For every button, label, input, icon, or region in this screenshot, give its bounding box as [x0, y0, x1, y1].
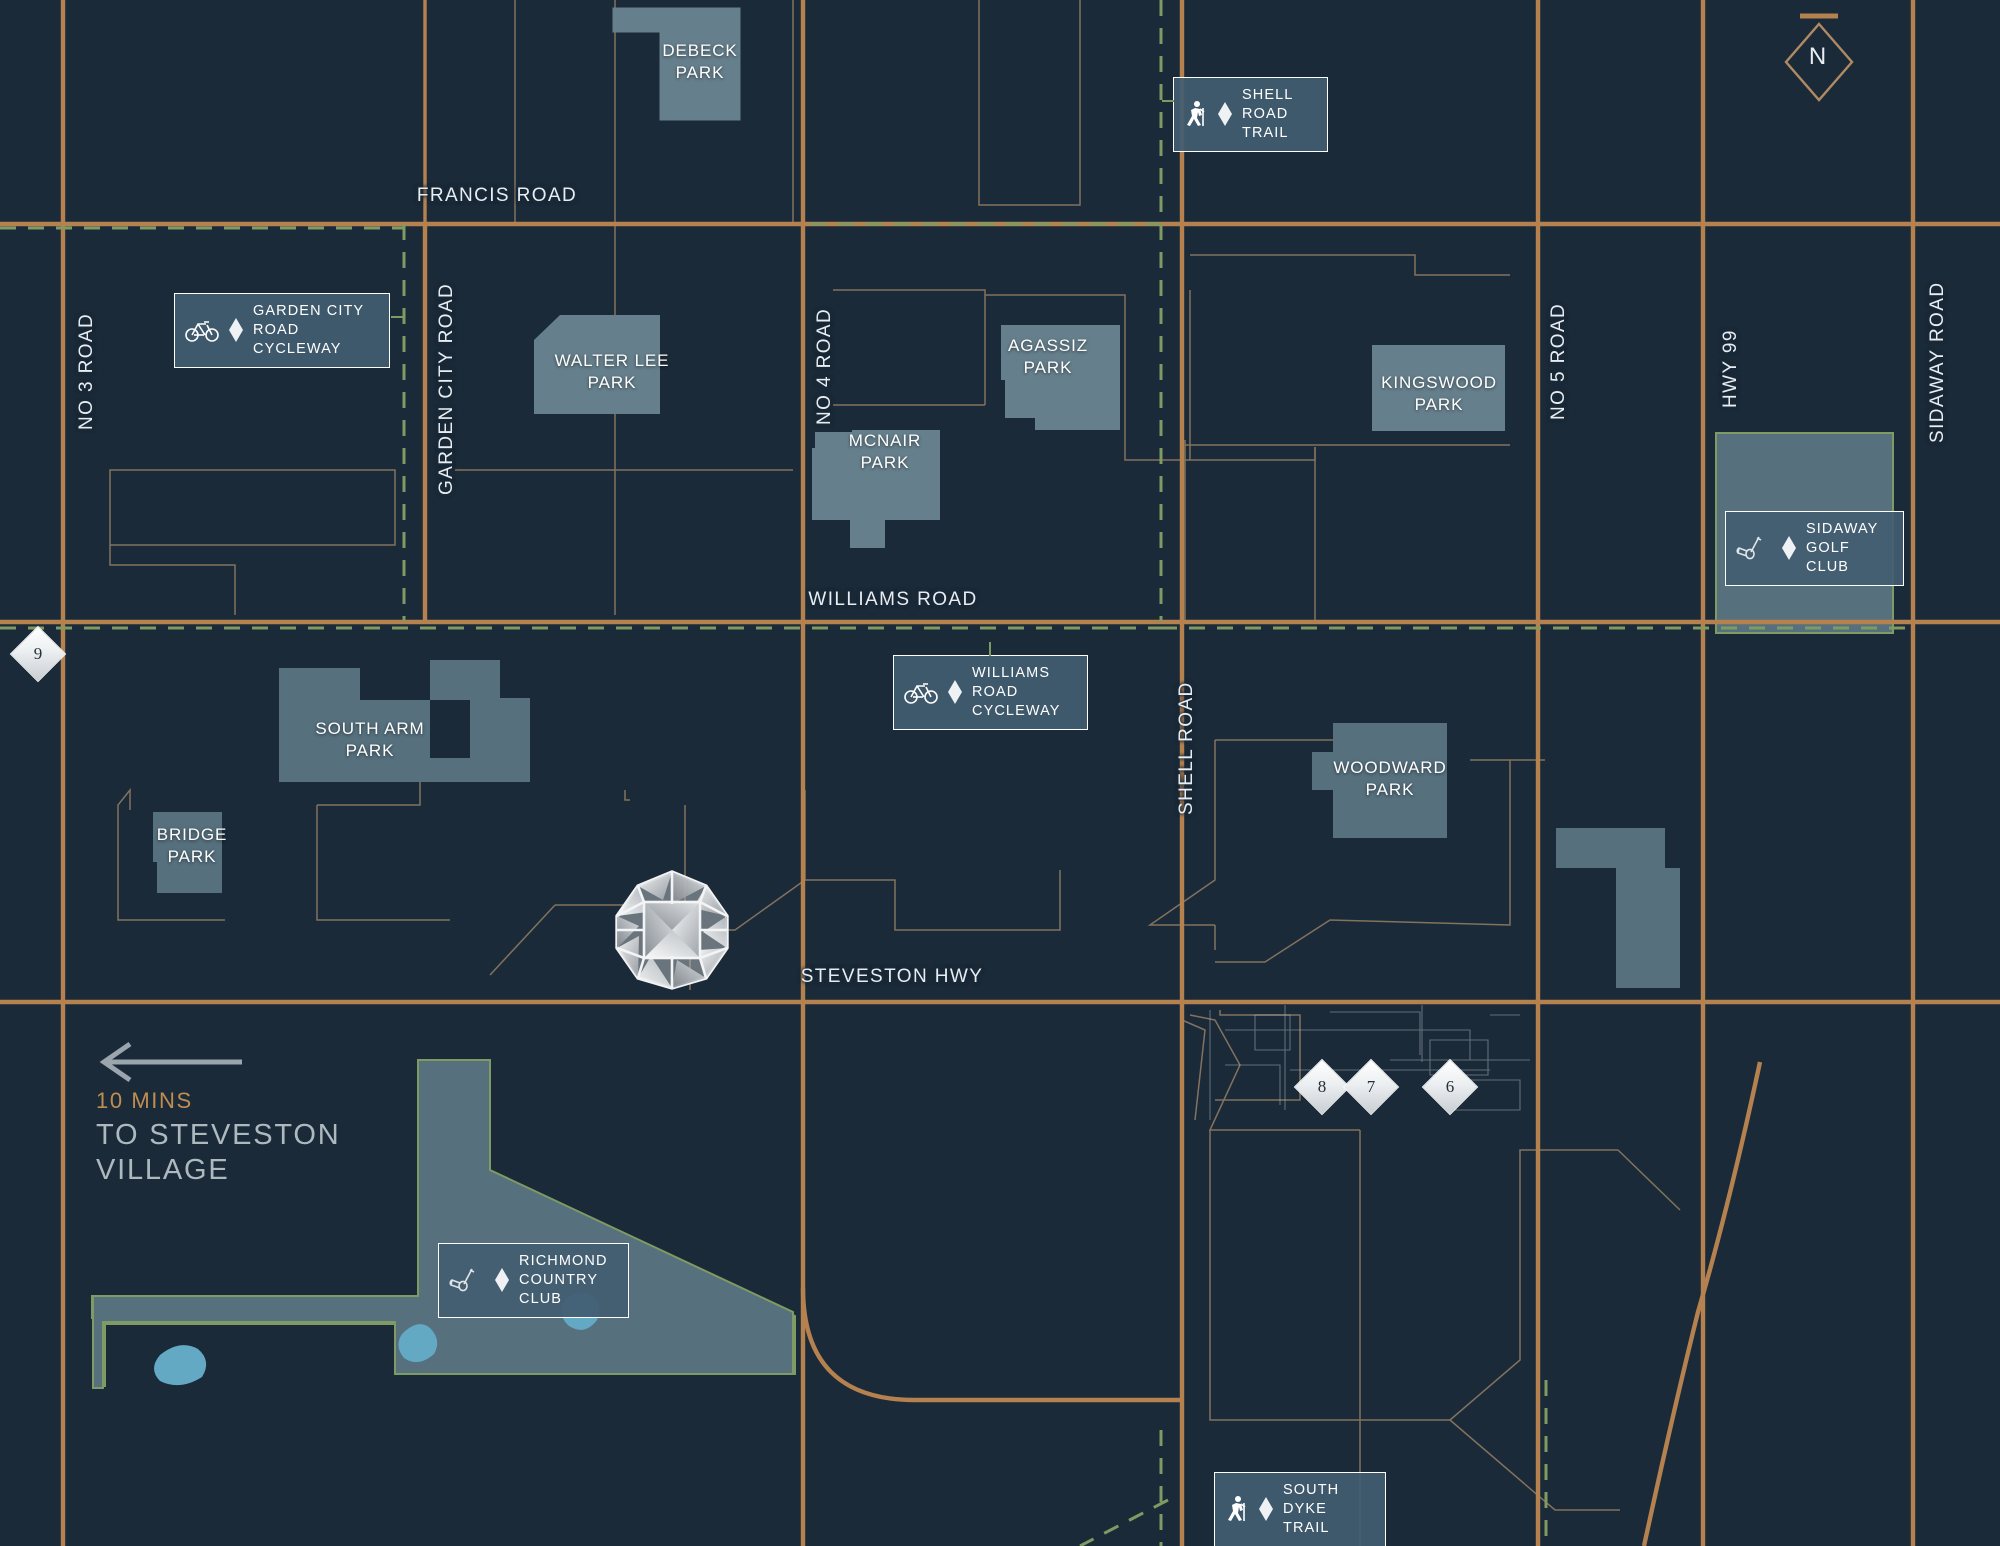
- amenity-chip-south-dyke-trail[interactable]: SOUTH DYKE TRAIL: [1214, 1472, 1386, 1546]
- amenity-chip-label: WILLIAMS ROAD CYCLEWAY: [972, 665, 1061, 719]
- diamond-bullet-icon: [229, 318, 243, 343]
- marker-number: 6: [1445, 1077, 1455, 1096]
- compass-north-icon: [1784, 13, 1854, 102]
- direction-destination: TO STEVESTON VILLAGE: [96, 1119, 341, 1187]
- marker-number: 8: [1317, 1077, 1327, 1096]
- map-marker-9[interactable]: 9: [9, 625, 67, 683]
- amenity-chip-stem: [1162, 100, 1174, 102]
- diamond-bullet-icon: [1782, 536, 1796, 561]
- marker-number: 9: [33, 644, 43, 663]
- amenity-chip-garden-city-road-cycleway[interactable]: GARDEN CITY ROAD CYCLEWAY: [174, 293, 405, 368]
- amenity-chip-label: SHELL ROAD TRAIL: [1242, 87, 1293, 141]
- diamond-bullet-icon: [1218, 102, 1232, 127]
- amenity-chip-label: RICHMOND COUNTRY CLUB: [519, 1253, 608, 1307]
- curved-road: [800, 1287, 1182, 1403]
- golf-icon: [449, 1268, 475, 1292]
- amenity-chip-label: GARDEN CITY ROAD CYCLEWAY: [253, 303, 364, 357]
- major-road-stubs: [423, 0, 1184, 1002]
- amenity-chip-richmond-country-club[interactable]: RICHMOND COUNTRY CLUB: [438, 1243, 629, 1318]
- bicycle-icon: [904, 683, 938, 705]
- compass-north-label: N: [1808, 43, 1828, 70]
- faceted-gem-logo: [615, 870, 729, 990]
- diamond-bullet-icon: [1259, 1497, 1273, 1522]
- diamond-bullet-icon: [948, 680, 962, 705]
- hiker-icon: [1228, 1496, 1246, 1522]
- amenity-chip-label: SOUTH DYKE TRAIL: [1283, 1482, 1340, 1536]
- compass: N: [1782, 8, 1854, 108]
- golf-icon: [1736, 536, 1762, 560]
- map-marker-6[interactable]: 6: [1421, 1058, 1479, 1116]
- diamond-bullet-icon: [495, 1268, 509, 1293]
- amenity-chip-shell-road-trail[interactable]: SHELL ROAD TRAIL: [1162, 77, 1328, 152]
- marker-number: 7: [1366, 1077, 1376, 1096]
- map-marker-8[interactable]: 8: [1293, 1058, 1351, 1116]
- building-footprints: [1209, 1005, 1530, 1120]
- amenity-chip-stem: [989, 642, 991, 656]
- diagonal-road: [1641, 1061, 1763, 1546]
- direction-callout: 10 MINS TO STEVESTON VILLAGE: [96, 1040, 426, 1189]
- amenity-chip-williams-road-cycleway[interactable]: WILLIAMS ROAD CYCLEWAY: [893, 642, 1088, 730]
- hiker-icon: [1187, 101, 1205, 127]
- map-marker-7[interactable]: 7: [1342, 1058, 1400, 1116]
- amenity-chip-stem: [391, 316, 405, 318]
- trail-paths: [0, 0, 1916, 1546]
- amenity-chip-label: SIDAWAY GOLF CLUB: [1806, 521, 1879, 575]
- direction-duration: 10 MINS: [96, 1088, 193, 1113]
- amenity-chip-sidaway-golf-club[interactable]: SIDAWAY GOLF CLUB: [1725, 511, 1904, 586]
- bicycle-icon: [185, 321, 219, 343]
- arrow-left-icon: [99, 1041, 242, 1083]
